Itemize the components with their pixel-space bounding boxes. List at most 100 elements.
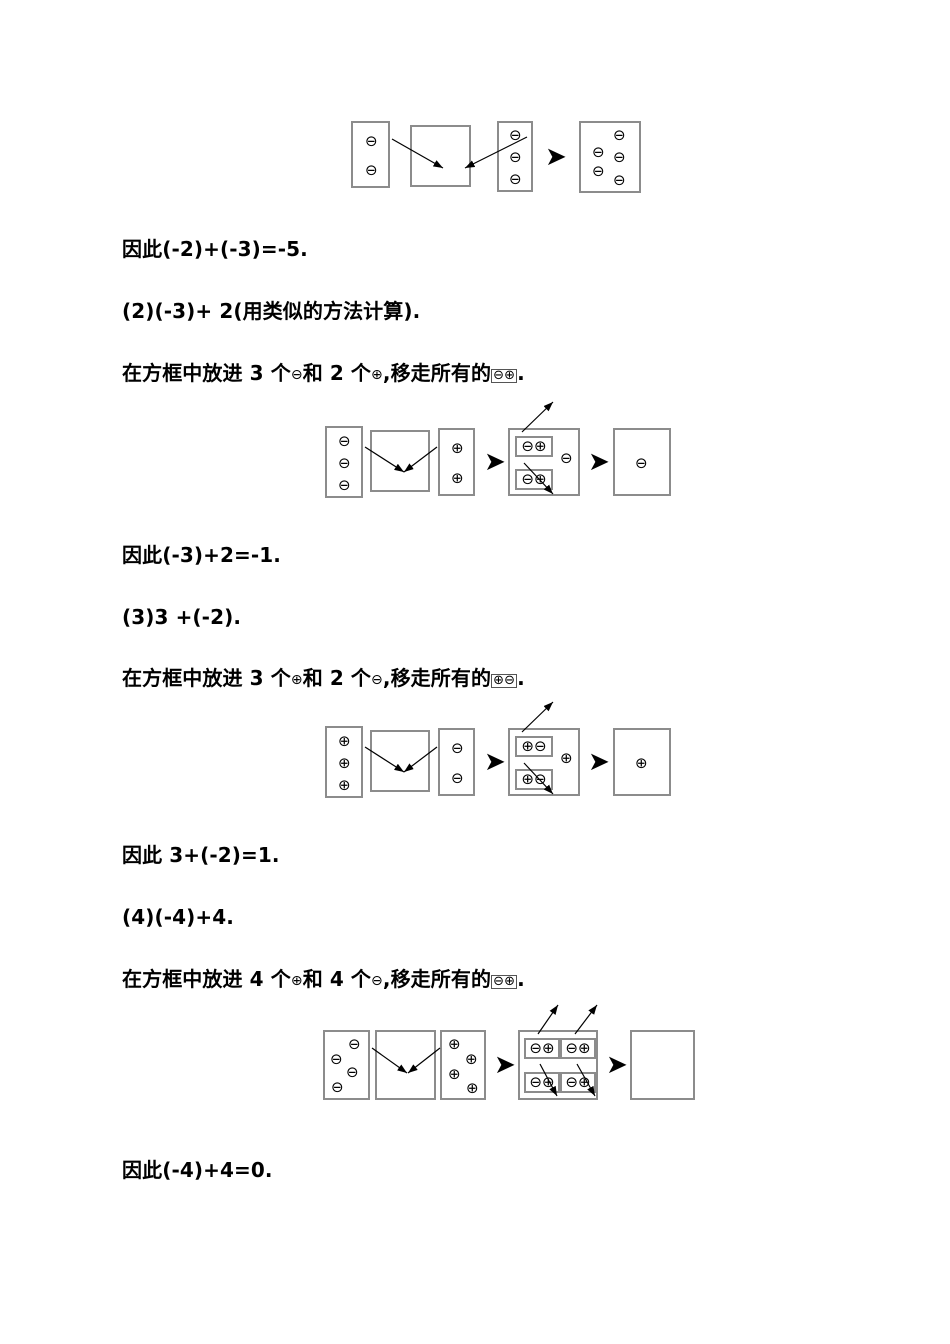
problem-text-3: (3)3 +(-2). [122,605,242,629]
token-plus: ⊕ [338,754,351,772]
token-minus: ⊖ [338,476,351,494]
diagram-4-result-box [630,1030,695,1100]
plus-symbol-icon: ⊕ [290,672,303,688]
conclusion-text-3: 因此 3+(-2)=1. [122,843,280,867]
token-minus: ⊖ [346,1063,359,1081]
token-minus: ⊖ [613,126,626,144]
token-minus: ⊖ [451,769,464,787]
black-arrow-icon: ➤ [606,1050,628,1080]
pair-minus-plus-icon: ⊖⊕ [491,368,518,383]
diagram-2-mixing-box [370,430,430,492]
token-minus: ⊖ [509,148,522,166]
diagram-3-addend-left-box: ⊕ ⊕ ⊕ [325,726,363,798]
conclusion-text-4: 因此(-4)+4=0. [122,1158,273,1182]
token-minus: ⊖ [592,143,605,161]
instruction-3-part-a: 在方框中放进 3 个 [122,666,291,690]
token-minus: ⊖ [509,126,522,144]
cancel-pair: ⊖⊕ [515,469,553,490]
token-minus: ⊖ [592,162,605,180]
token-plus: ⊕ [451,439,464,457]
diagram-2-addend-right-box: ⊕ ⊕ [438,428,475,496]
diagram-4-mixing-box [375,1030,436,1100]
pair-minus-plus-icon: ⊖⊕ [491,974,518,989]
pair-token-plus: ⊕ [578,1073,591,1091]
diagram-2-addend-left-box: ⊖ ⊖ ⊖ [325,426,363,498]
plus-symbol-icon: ⊕ [371,367,383,383]
diagram-3-mixing-box [370,730,430,792]
diagram-1-addend-right-box: ⊖ ⊖ ⊖ [497,121,533,192]
diagram-4: ⊖ ⊖ ⊖ ⊖ ⊕ ⊕ ⊕ ⊕ ➤ ⊖⊕ ⊖⊕ ⊖⊕ ⊖⊕ [0,1000,950,1125]
pair-token-plus: ⊕ [534,470,547,488]
token-minus: ⊖ [331,1078,344,1096]
token-minus: ⊖ [635,454,648,472]
pair-token-minus: ⊖ [521,437,534,455]
token-minus: ⊖ [613,171,626,189]
diagram-1-connector-arrows [391,136,528,169]
instruction-2-part-d: . [517,361,525,385]
cancel-pair: ⊖⊕ [560,1072,596,1093]
problem-text-2: (2)(-3)+ 2(用类似的方法计算). [122,299,421,323]
diagram-3-cancellation-box: ⊕⊖ ⊕⊖ ⊕ [508,728,580,796]
pair-token-minus: ⊖ [565,1039,578,1057]
diagram-2-cancellation-box: ⊖⊕ ⊖⊕ ⊖ [508,428,580,496]
pair-token-minus: ⊖ [534,770,547,788]
pair-token-minus: ⊖ [565,1073,578,1091]
instruction-4-part-d: . [517,967,525,991]
cancel-pair: ⊖⊕ [524,1072,560,1093]
token-plus: ⊕ [635,754,648,772]
diagram-2-result-box: ⊖ [613,428,671,496]
cancel-pair: ⊕⊖ [515,769,553,790]
conclusion-text-2: 因此(-3)+2=-1. [122,543,281,567]
diagram-1-result-box: ⊖ ⊖ ⊖ ⊖ ⊖ [579,121,641,193]
black-arrow-icon: ➤ [484,447,506,477]
cancel-pair: ⊕⊖ [515,736,553,757]
token-minus-leftover: ⊖ [560,449,573,467]
instruction-line-3: 在方框中放进 3 个⊕和 2 个⊖,移走所有的⊕⊖. [122,663,525,695]
diagram-1: ⊖ ⊖ ⊖ ⊖ ⊖ ➤ ⊖ ⊖ ⊖ ⊖ ⊖ [0,0,950,210]
diagram-3-addend-right-box: ⊖ ⊖ [438,728,475,796]
token-minus: ⊖ [338,432,351,450]
conclusion-line-1: 因此(-2)+(-3)=-5. [122,234,308,264]
instruction-2-part-a: 在方框中放进 3 个 [122,361,291,385]
problem-line-3: (3)3 +(-2). [122,602,241,632]
token-plus: ⊕ [448,1065,461,1083]
diagram-3-result-box: ⊕ [613,728,671,796]
token-minus: ⊖ [338,454,351,472]
black-arrow-icon: ➤ [588,447,610,477]
instruction-2-part-c: ,移走所有的 [382,361,492,385]
pair-token-plus: ⊕ [542,1039,555,1057]
diagram-1-mixing-box [410,125,471,187]
black-arrow-icon: ➤ [484,747,506,777]
token-plus: ⊕ [338,732,351,750]
pair-token-minus: ⊖ [521,470,534,488]
pair-token-plus: ⊕ [542,1073,555,1091]
instruction-4-part-c: ,移走所有的 [382,967,492,991]
pair-plus-minus-icon: ⊕⊖ [491,673,518,688]
minus-symbol-icon: ⊖ [290,367,303,383]
instruction-4-part-a: 在方框中放进 4 个 [122,967,291,991]
token-minus: ⊖ [365,161,378,179]
minus-symbol-icon: ⊖ [371,973,383,989]
conclusion-line-4: 因此(-4)+4=0. [122,1155,273,1185]
diagram-3-connector-arrows [364,701,554,795]
diagram-4-addend-right-box: ⊕ ⊕ ⊕ ⊕ [440,1030,486,1100]
instruction-3-part-b: 和 2 个 [302,666,372,690]
problem-line-2: (2)(-3)+ 2(用类似的方法计算). [122,296,420,326]
cancel-pair: ⊖⊕ [515,436,553,457]
conclusion-line-3: 因此 3+(-2)=1. [122,840,280,870]
token-plus: ⊕ [338,776,351,794]
token-minus: ⊖ [509,170,522,188]
pair-token-minus: ⊖ [534,737,547,755]
black-arrow-icon: ➤ [588,747,610,777]
black-arrow-icon: ➤ [545,142,567,172]
diagram-2: ⊖ ⊖ ⊖ ⊕ ⊕ ➤ ⊖⊕ ⊖⊕ ⊖ ➤ ⊖ [0,400,950,525]
diagram-1-addend-left-box: ⊖ ⊖ [351,121,390,188]
minus-symbol-icon: ⊖ [371,672,383,688]
token-plus-leftover: ⊕ [560,749,573,767]
diagram-4-addend-left-box: ⊖ ⊖ ⊖ ⊖ [323,1030,370,1100]
pair-token-minus: ⊖ [529,1039,542,1057]
instruction-2-part-b: 和 2 个 [302,361,372,385]
token-plus: ⊕ [465,1050,478,1068]
conclusion-text-1: 因此(-2)+(-3)=-5. [122,237,308,261]
